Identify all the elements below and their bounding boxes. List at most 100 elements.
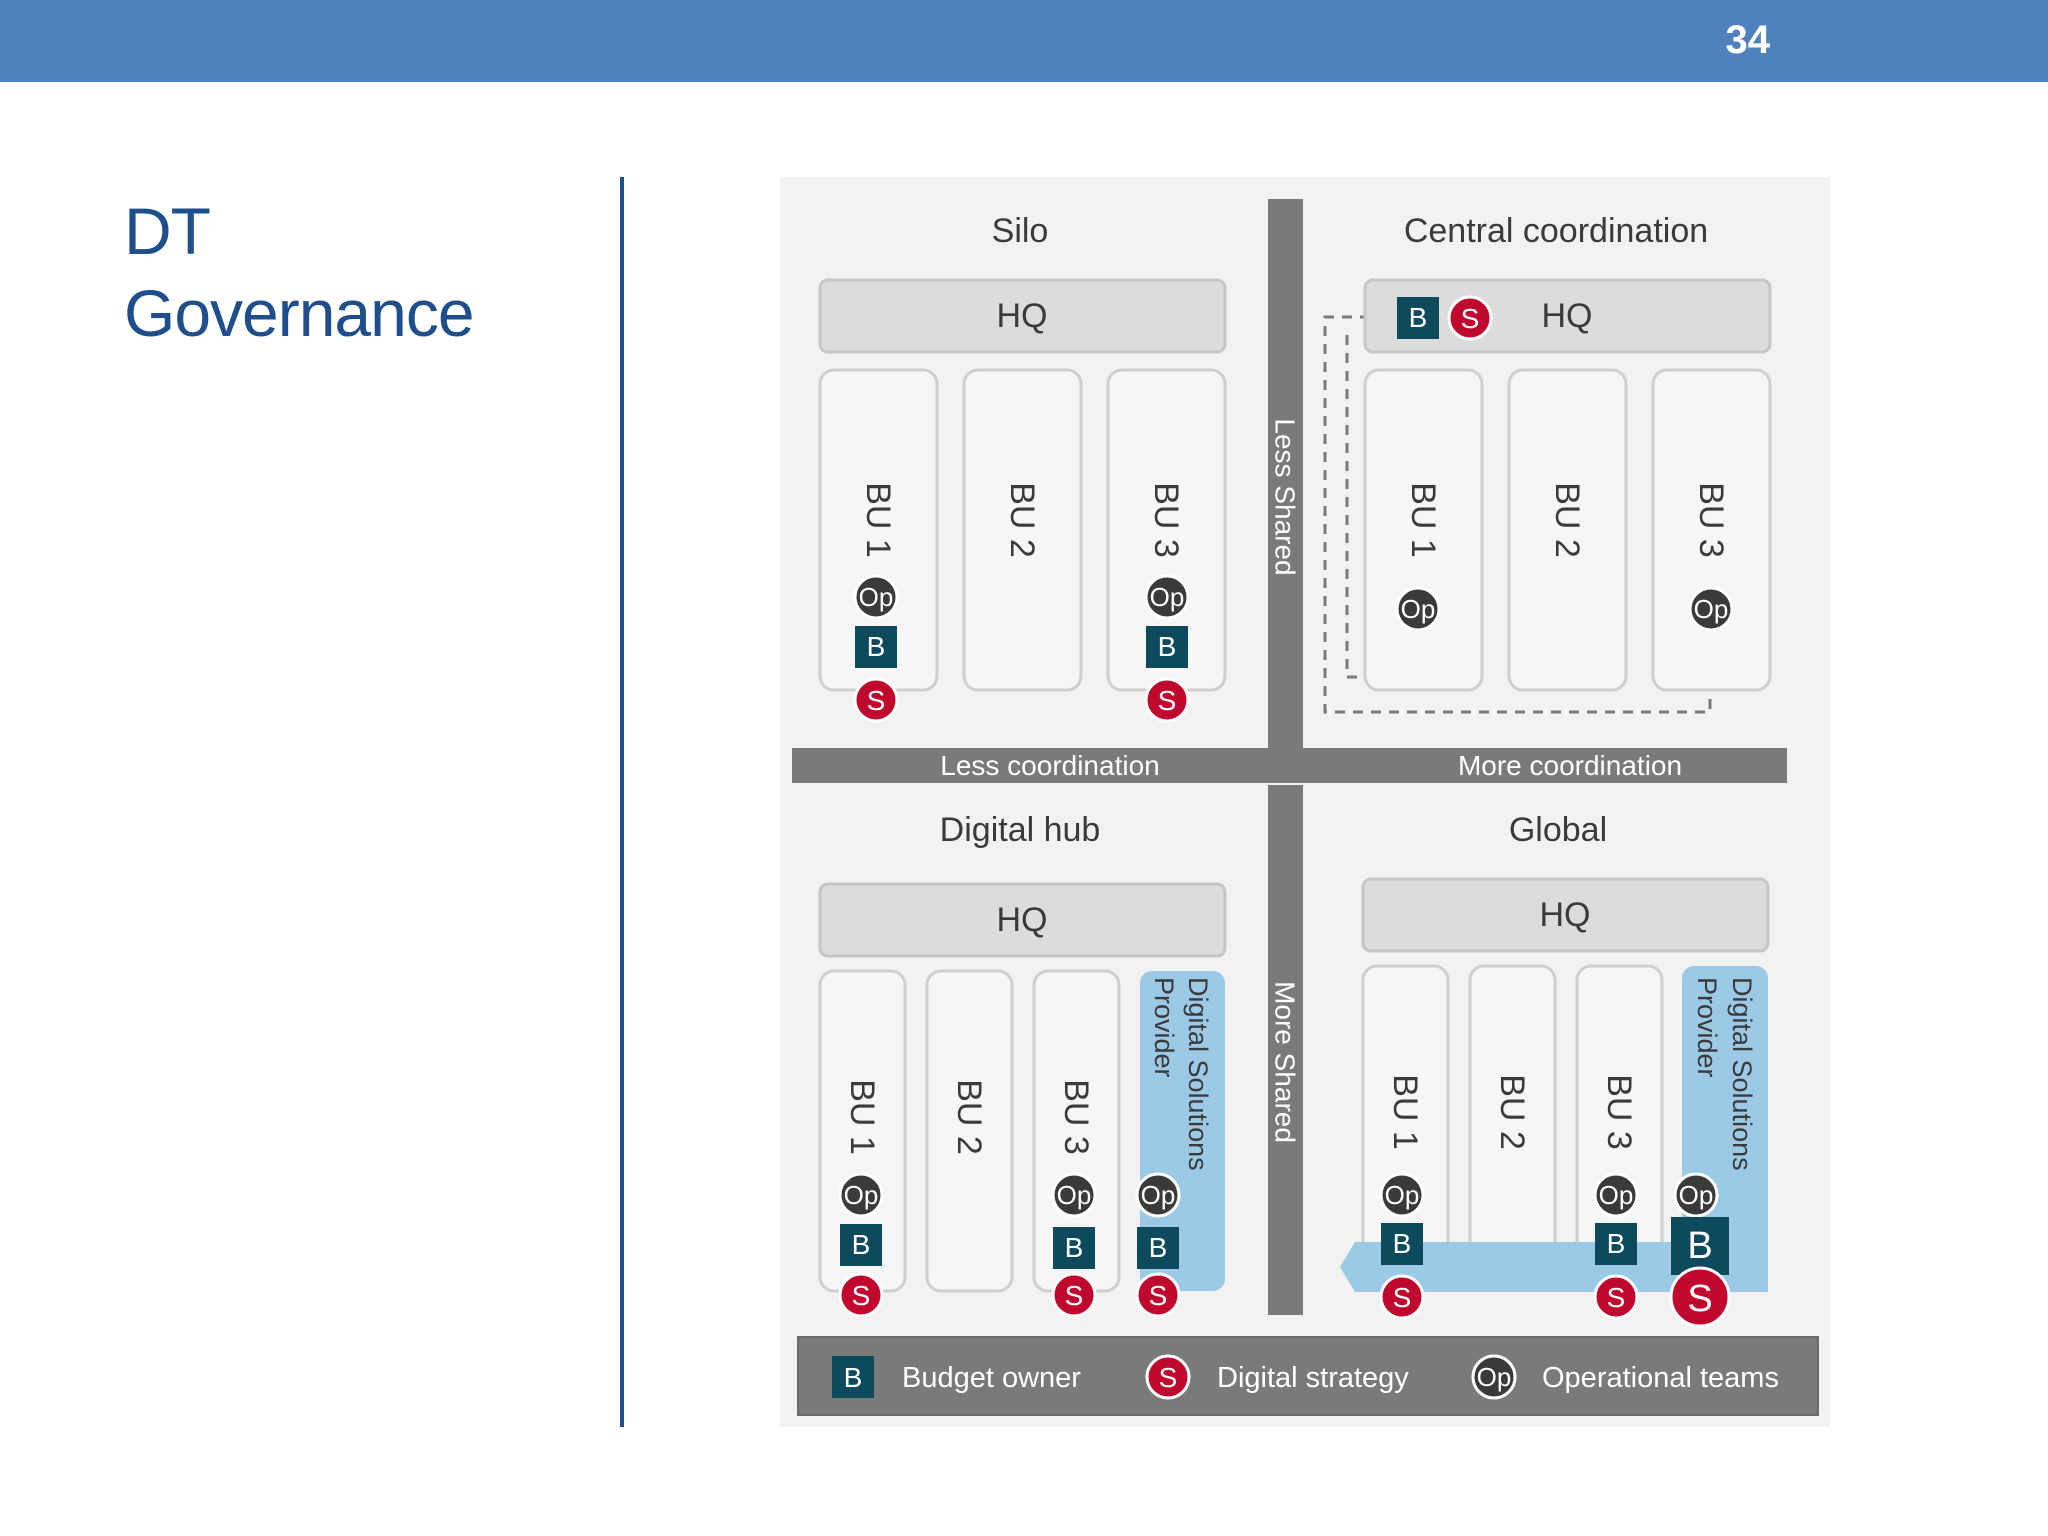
bu-label: BU 1 [843,1079,881,1155]
hq-box: HQ [818,882,1227,958]
strategy-badge-label: S [867,685,886,716]
bu-label: BU 3 [1147,482,1185,558]
operational-badge-label: Op [859,582,894,612]
legend-budget-badge-label: B [844,1362,863,1393]
operational-badge-label: Op [1057,1180,1092,1210]
operational-badge: Op [1688,586,1734,632]
quadrant-title-hub: Digital hub [940,811,1101,849]
strategy-badge: S [1051,1272,1097,1318]
operational-badge: Op [853,574,899,620]
operational-badge: Op [1135,1172,1181,1218]
strategy-badge-label: S [1065,1280,1084,1311]
strategy-badge: S [1379,1274,1425,1320]
budget-badge-label: B [1687,1225,1712,1267]
operational-badge-label: Op [1694,594,1729,624]
bu-box [925,969,1014,1293]
legend-operational-badge: Op [1471,1354,1517,1400]
title-line-2: Governance [124,276,475,350]
axis-less-shared: Less Shared [1270,418,1301,575]
bu-label: BU 1 [1404,482,1442,558]
budget-badge: B [1146,626,1188,668]
governance-diagram: Less Shared More Shared Less coordinatio… [780,177,1830,1427]
axis-more-shared: More Shared [1270,981,1301,1143]
operational-badge-label: Op [1141,1180,1176,1210]
operational-badge-label: Op [1679,1180,1714,1210]
budget-badge: B [1381,1223,1423,1265]
strategy-badge: S [1447,295,1493,341]
strategy-badge-label: S [1687,1278,1712,1320]
bu-label: BU 2 [1493,1074,1531,1150]
legend-operational-badge-label: Op [1477,1362,1512,1392]
budget-badge: B [1595,1223,1637,1265]
hq-label: HQ [1542,297,1593,335]
strategy-badge-label: S [1461,303,1480,334]
legend: B Budget owner S Digital strategy Op Ope… [797,1336,1819,1416]
operational-badge: Op [1144,574,1190,620]
provider-label-line-1: Digital Solutions [1727,977,1757,1171]
bu-label: BU 1 [859,482,897,558]
provider-label-line-2: Provider [1149,977,1179,1078]
axis-more-coordination: More coordination [1458,750,1682,781]
operational-badge: Op [1673,1172,1719,1218]
bu-label: BU 3 [1692,482,1730,558]
legend-operational-teams: Operational teams [1542,1362,1779,1394]
strategy-badge-label: S [1607,1282,1626,1313]
page-number: 34 [1725,18,1771,62]
strategy-badge: S [1593,1274,1639,1320]
strategy-badge-label: S [1393,1282,1412,1313]
bu-label: BU 2 [950,1079,988,1155]
budget-badge-label: B [1393,1228,1412,1259]
provider-label-line-2: Provider [1692,977,1722,1078]
provider-label-line-1: Digital Solutions [1183,977,1213,1171]
budget-badge-label: B [1409,302,1428,333]
budget-badge-label: B [1607,1228,1626,1259]
legend-strategy-badge-label: S [1159,1362,1178,1393]
strategy-badge-label: S [1158,685,1177,716]
operational-badge-label: Op [1385,1180,1420,1210]
bu-label: BU 3 [1600,1074,1638,1150]
divider-line [620,177,624,1427]
bu-box [1507,368,1628,692]
title-line-1: DT [124,194,211,268]
axis-less-coordination: Less coordination [940,750,1159,781]
strategy-badge: S [1135,1272,1181,1318]
bu-label: BU 2 [1003,482,1041,558]
operational-badge-label: Op [1150,582,1185,612]
legend-strategy-badge: S [1145,1354,1191,1400]
operational-badge-label: Op [844,1180,879,1210]
budget-badge-label: B [1158,631,1177,662]
coordination-dashed-line [1323,315,1712,714]
strategy-badge: S [838,1272,884,1318]
shared-services-arrow [1340,1242,1768,1292]
operational-badge-label: Op [1401,594,1436,624]
budget-badge: B [855,626,897,668]
budget-badge-label: B [1065,1232,1084,1263]
hq-box: HQ [1361,877,1770,953]
slide-title: DT Governance [124,190,475,354]
strategy-badge: S [1144,677,1190,723]
operational-badge: Op [1379,1172,1425,1218]
budget-badge-label: B [1149,1232,1168,1263]
operional-badge: Op [1395,586,1441,632]
bu-label: BU 2 [1548,482,1586,558]
budget-badge-label: B [867,631,886,662]
header-bar [0,0,2048,82]
budget-badge-label: B [852,1229,871,1260]
horizontal-axis [792,748,1787,783]
budget-badge: B [1671,1217,1729,1275]
budget-badge: B [1137,1227,1179,1269]
vertical-axis-bottom [1268,785,1303,1315]
strategy-badge: S [853,677,899,723]
strategy-badge: S [1669,1266,1731,1328]
quadrant-title-central: Central coordination [1404,212,1708,250]
bu-box [962,368,1083,692]
bu-box [1651,368,1772,692]
bu-label: BU 3 [1057,1079,1095,1155]
operational-badge: Op [1593,1172,1639,1218]
operational-badge-label: Op [1599,1180,1634,1210]
legend-budget-owner: Budget owner [902,1362,1081,1394]
hq-box: HQ [818,278,1227,354]
bu-label: BU 1 [1386,1074,1424,1150]
vertical-axis-top [1268,199,1303,749]
bu-box [1363,368,1484,692]
